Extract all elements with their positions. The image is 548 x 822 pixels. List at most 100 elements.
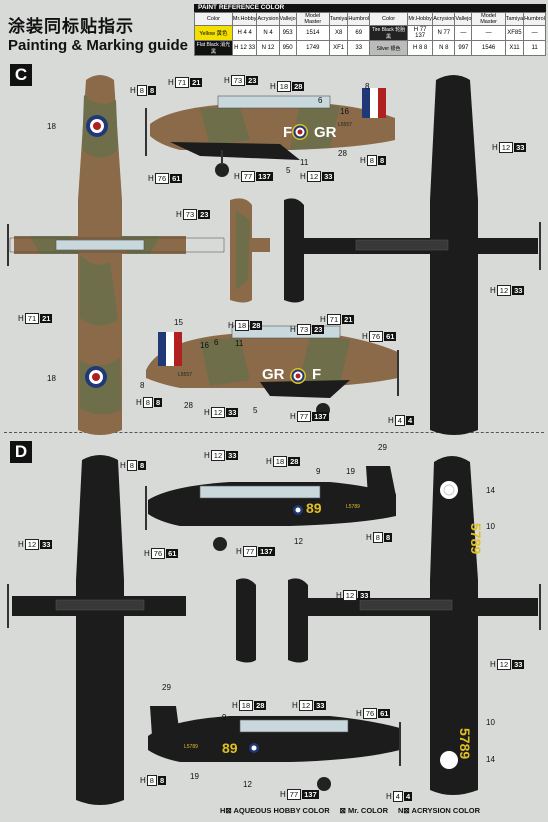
table-cell: — xyxy=(523,25,546,41)
table-cell: 69 xyxy=(347,25,371,41)
label-29-side2: 29 xyxy=(162,683,171,692)
code-letters-gr-side-1: GR xyxy=(314,124,337,141)
code-letters-gr-side-2: GR xyxy=(262,366,285,383)
label-18-wing: 18 xyxy=(47,374,56,383)
label-9-side2: 9 xyxy=(222,713,227,722)
table-row: Flat Black 消光黑 H 12 33 N 12 950 1749 XF1… xyxy=(194,40,546,56)
code-89-side-2: 89 xyxy=(222,740,238,756)
table-cell: H 77 137 xyxy=(406,25,434,41)
section-d-side-view-1 xyxy=(145,466,396,551)
header-cell: Tamiya xyxy=(504,12,525,26)
table-cell: H 8 8 xyxy=(406,40,434,56)
label-9: 9 xyxy=(316,467,321,476)
header-cell: Acrysion xyxy=(432,12,456,26)
label-14: 14 xyxy=(486,486,495,495)
section-d-top-view xyxy=(7,455,256,805)
section-d-underside-view: 5789 5789 xyxy=(288,456,541,795)
page-title: Painting & Marking guide xyxy=(8,37,189,54)
label-11-side2: 11 xyxy=(235,339,244,348)
section-c-label: C xyxy=(10,64,32,86)
paint-reference-table: Color Mr.Hobby Acrysion Vallejo Model Ma… xyxy=(194,12,546,56)
label-8: 8 xyxy=(365,82,370,91)
serial-d-side-1: L5789 xyxy=(346,504,360,510)
label-5: 5 xyxy=(286,166,291,175)
label-12-side2: 12 xyxy=(243,780,252,789)
label-29: 29 xyxy=(378,443,387,452)
table-cell: X11 xyxy=(504,40,525,56)
table-cell: 997 xyxy=(454,40,473,56)
section-divider xyxy=(4,432,544,433)
legend-mr-color: ⊠ Mr. COLOR xyxy=(339,806,389,815)
code-89-side-1: 89 xyxy=(306,500,322,516)
header-cell: Color xyxy=(369,12,408,26)
table-cell: N 12 xyxy=(256,40,280,56)
table-cell: 1514 xyxy=(295,25,330,41)
section-c-top-view xyxy=(7,75,270,435)
label-6: 6 xyxy=(318,96,323,105)
label-10: 10 xyxy=(486,522,495,531)
color-swatch-flat-black: Flat Black 消光黑 xyxy=(194,40,233,56)
label-16-side2: 16 xyxy=(200,341,209,350)
label-28-side2: 28 xyxy=(184,401,193,410)
label-19-side2: 19 xyxy=(190,772,199,781)
label-15: 15 xyxy=(174,318,183,327)
section-c-underside-view xyxy=(284,75,541,435)
label-28: 28 xyxy=(338,149,347,158)
label-6-side2: 6 xyxy=(214,338,219,347)
legend-acrysion: N⊠ ACRYSION COLOR xyxy=(398,806,480,815)
page-title-chinese: 涂装同标贴指示 xyxy=(8,17,134,36)
table-cell: N 8 xyxy=(432,40,456,56)
table-cell: H 4 4 xyxy=(231,25,258,41)
table-cell: 11 xyxy=(523,40,546,56)
header-cell: Vallejo xyxy=(454,12,473,26)
section-c-side-view-1 xyxy=(145,88,395,177)
color-legend: H⊠ AQUEOUS HOBBY COLOR ⊠ Mr. COLOR N⊠ AC… xyxy=(220,806,480,815)
table-header-row: Color Mr.Hobby Acrysion Vallejo Model Ma… xyxy=(194,12,546,26)
label-5-side2: 5 xyxy=(253,406,258,415)
color-swatch-silver: Silver 银色 xyxy=(369,40,408,56)
label-18: 18 xyxy=(47,122,56,131)
table-cell: 1546 xyxy=(471,40,506,56)
header-cell: Model Master xyxy=(471,12,506,26)
table-cell: H 12 33 xyxy=(231,40,258,56)
code-letter-f-side-1: F xyxy=(283,124,293,141)
code-letter-f-side-2: F xyxy=(312,366,322,383)
wing-serial-bottom: 5789 xyxy=(457,728,473,759)
serial-side-2: L5557 xyxy=(178,372,192,378)
label-8-side2: 8 xyxy=(140,381,145,390)
serial-d-side-2: L5789 xyxy=(184,744,198,750)
header-cell: Tamiya xyxy=(328,12,349,26)
table-cell: 950 xyxy=(278,40,297,56)
